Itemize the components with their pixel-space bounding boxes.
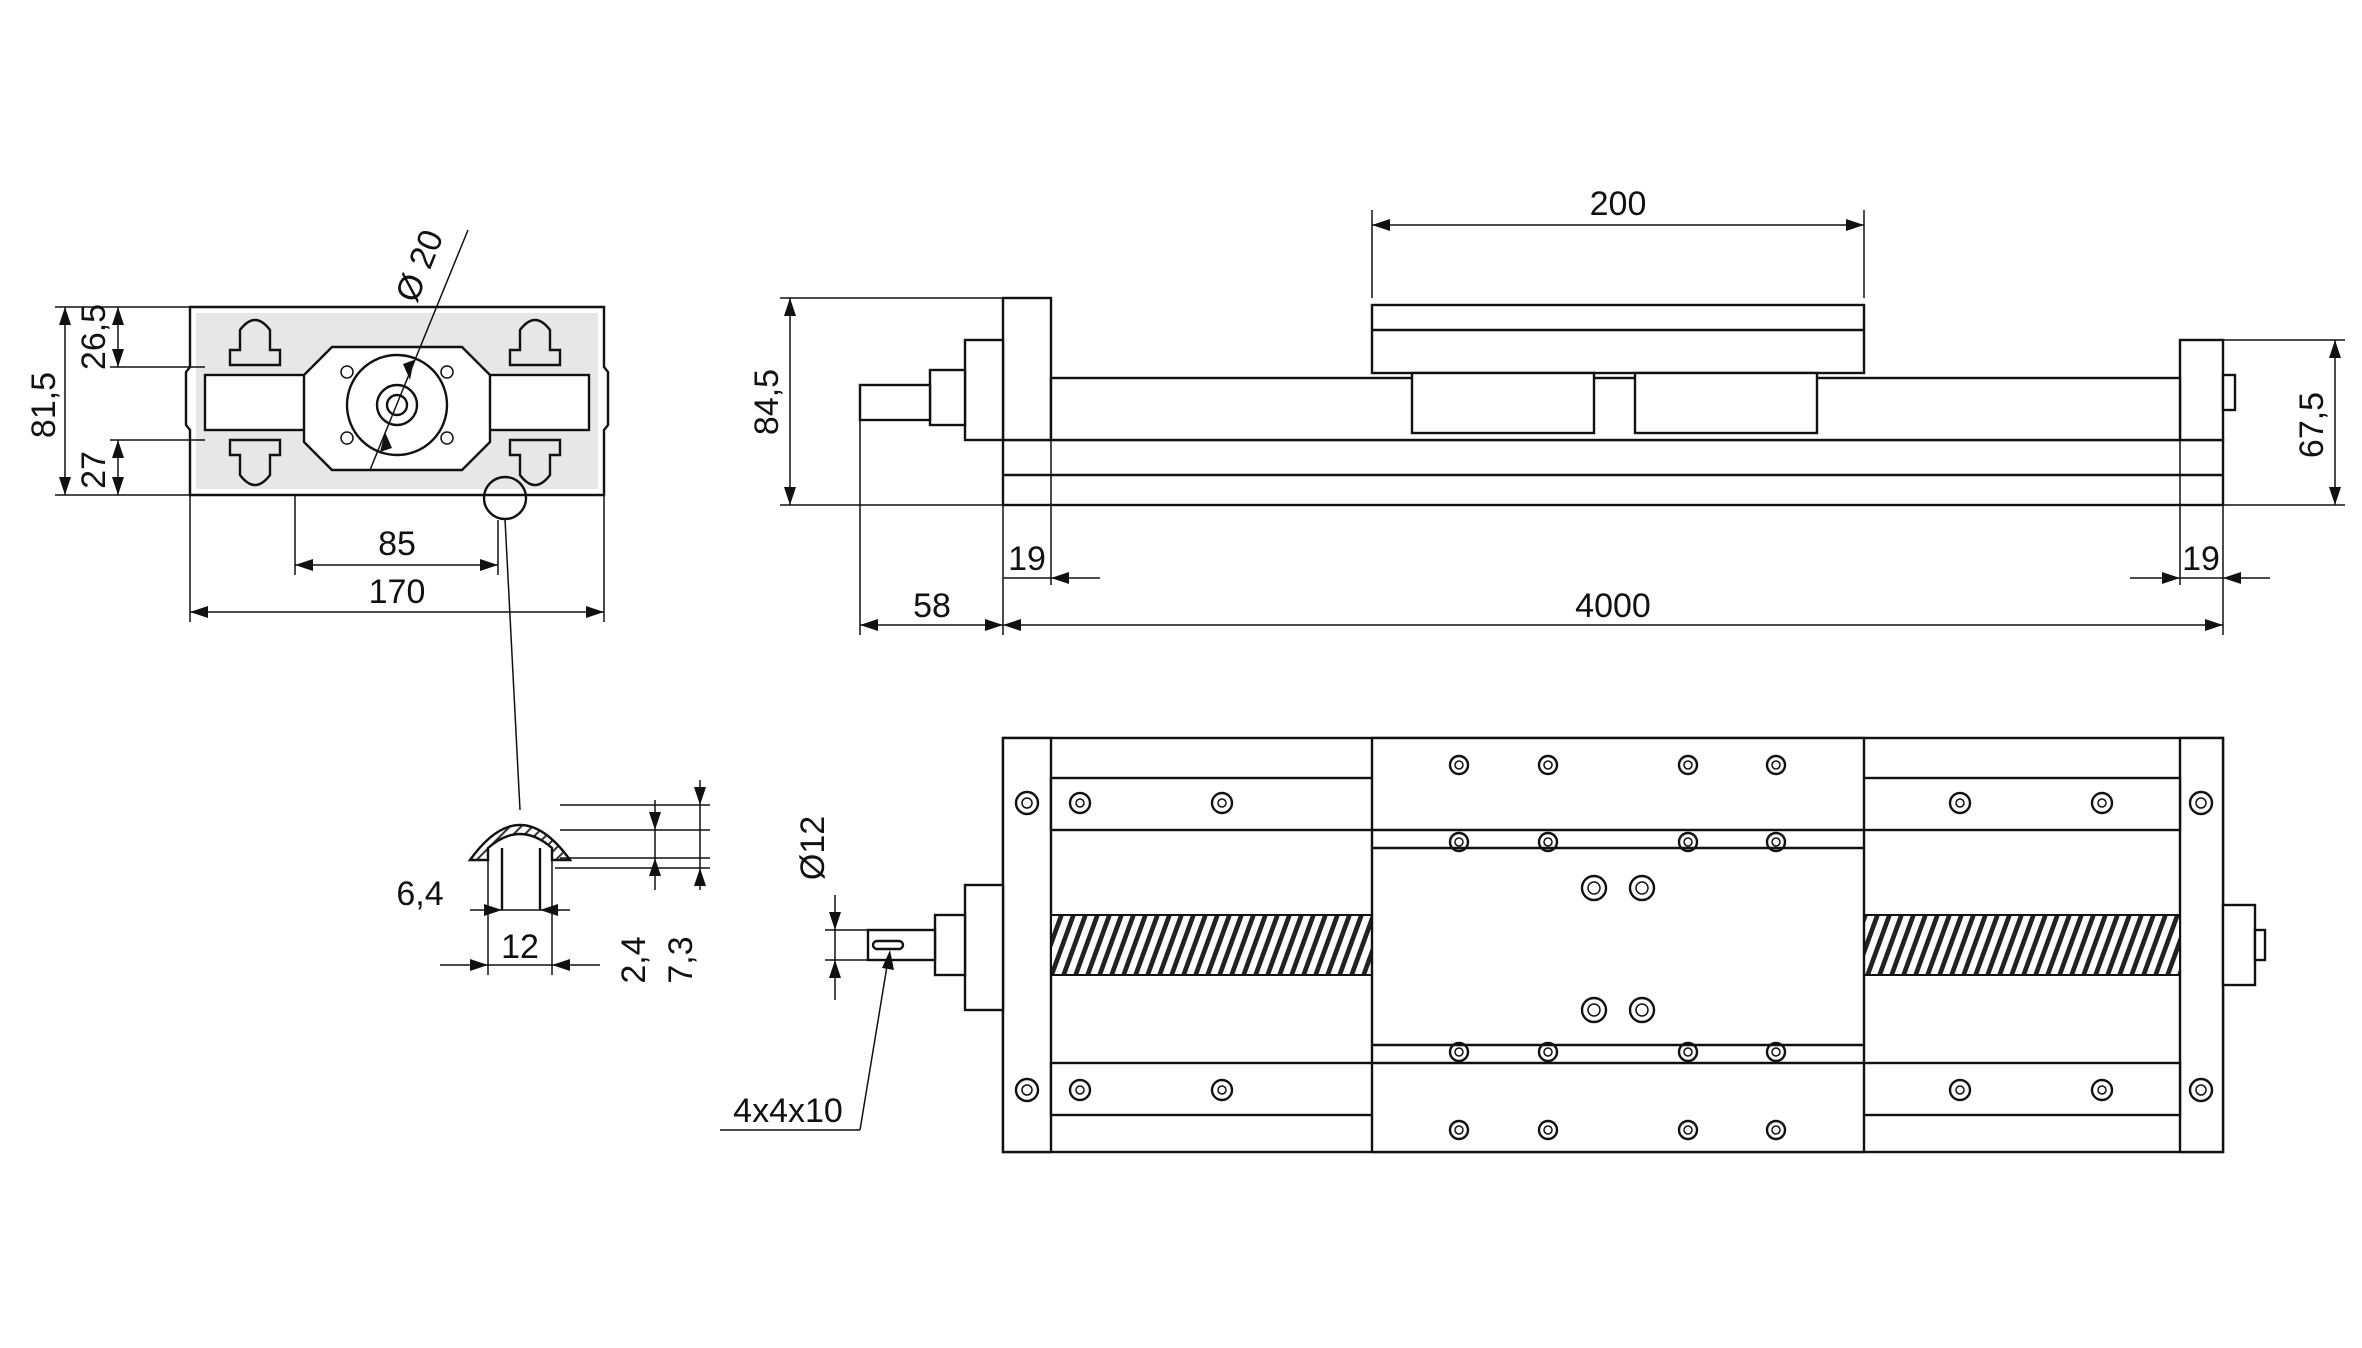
dim-carriage-length: 200 [1371, 185, 1865, 298]
rail-left [203, 373, 307, 432]
dim-shaft-diameter: Ø12 [794, 816, 868, 1000]
motor-flange [963, 883, 1005, 1012]
dim-key-label: 4x4x10 [733, 1092, 843, 1130]
dim-end-right-label: 19 [2182, 540, 2220, 578]
end-plate-left [1001, 736, 1053, 1154]
dim-depth-total: 7,3 [560, 780, 710, 984]
dim-length-label: 4000 [1575, 587, 1651, 625]
t-slot-bottom-right [508, 438, 562, 487]
slot-profile [467, 824, 573, 862]
dim-total-height-label: 81,5 [25, 372, 63, 438]
bearing-outer [345, 353, 449, 457]
t-slot-top-right [508, 318, 562, 367]
bolt-hole [440, 365, 454, 379]
lead-screw-right [1863, 914, 2181, 976]
coupling [928, 368, 967, 427]
end-plate-left [1001, 296, 1053, 442]
shaft-end-right [2221, 903, 2257, 987]
carriage-plate [1370, 303, 1866, 375]
dim-height-right-label: 67,5 [2293, 392, 2331, 458]
t-slot-bottom-left [228, 438, 282, 487]
rail [1049, 376, 2182, 442]
bolt-hole [440, 431, 454, 445]
dim-slot-width-label: 12 [501, 928, 539, 966]
carriage-block-right [1633, 371, 1819, 435]
dim-length: 4000 [1003, 587, 2223, 631]
dim-shaft-label: 58 [913, 587, 951, 625]
dim-end-left: 19 [1002, 440, 1100, 635]
dim-opening: 6,4 [396, 875, 570, 916]
bearing-core [385, 393, 409, 417]
bearing-inner [375, 383, 419, 427]
slot-detail: 6,4 12 2,4 7,3 [396, 780, 710, 984]
base-profile [1001, 438, 2225, 507]
dim-depth-small: 2,4 [615, 800, 661, 984]
shaft [858, 383, 932, 422]
dim-slot-spacing-label: 85 [378, 525, 416, 563]
lead-screw-left [1050, 914, 1373, 976]
dim-end-left-label: 19 [1008, 540, 1046, 578]
bolt-hole [340, 365, 354, 379]
carriage-plate [1370, 736, 1866, 1154]
dim-opening-label: 6,4 [396, 875, 443, 913]
end-view: 81,5 26,5 27 Ø 20 85 [25, 225, 610, 811]
end-plate-right [2178, 338, 2225, 442]
dim-width: 170 [189, 495, 605, 622]
top-view: Ø12 4x4x10 [720, 736, 2267, 1154]
dim-slot-spacing: 85 [294, 495, 499, 575]
end-plate-right [2178, 736, 2225, 1154]
dim-top: 26,5 [75, 304, 205, 370]
side-view: 200 84,5 67,5 19 [748, 185, 2345, 635]
bolt-hole [340, 431, 354, 445]
dim-shaft-diameter-label: Ø12 [794, 816, 832, 880]
dim-width-label: 170 [369, 573, 426, 611]
bearing-block [302, 345, 492, 472]
dim-end-right: 19 [2130, 440, 2270, 635]
t-slot-top-left [228, 318, 282, 367]
motor-flange [963, 338, 1005, 442]
dim-shaft: 58 [859, 420, 1003, 635]
shaft-end-right [2221, 373, 2237, 412]
dim-bottom: 27 [75, 439, 205, 495]
dim-depth-small-label: 2,4 [615, 936, 653, 983]
shaft-key [871, 939, 905, 951]
shaft [866, 928, 937, 962]
dim-key: 4x4x10 [720, 950, 894, 1131]
dim-top-label: 26,5 [75, 304, 113, 370]
dim-height-right: 67,5 [2223, 339, 2345, 506]
dim-bottom-label: 27 [75, 451, 113, 489]
carriage-block-left [1410, 371, 1596, 435]
slot-detail-leader [504, 518, 521, 811]
rail-right [487, 373, 591, 432]
dim-depth-total-label: 7,3 [662, 936, 700, 983]
dim-slot-width: 12 [440, 860, 600, 975]
dim-total-height: 81,5 [25, 306, 190, 496]
dim-carriage-length-label: 200 [1590, 185, 1647, 223]
coupling [933, 913, 967, 977]
dim-height-left-label: 84,5 [748, 369, 786, 435]
mounting-holes [1014, 754, 2214, 1141]
dim-height-left: 84,5 [748, 297, 1003, 506]
